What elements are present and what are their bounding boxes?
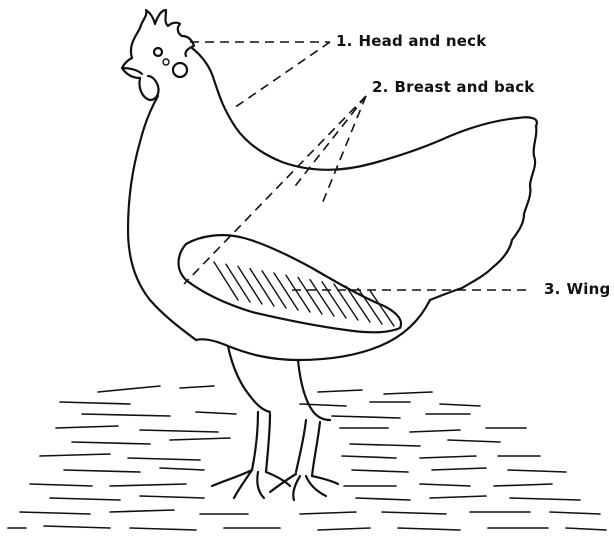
ground-stroke [56,426,118,428]
right-thigh [298,360,330,420]
left-leg [252,412,270,472]
ground-stroke [440,404,480,406]
wing-hatch-line [262,271,286,308]
ground-stroke [318,390,362,392]
ground-stroke [384,392,432,394]
ground-stroke [342,456,396,458]
ground-stroke [382,512,446,514]
ground-stroke [44,526,110,528]
leader-breast-back-3 [292,96,366,190]
front-neck-breast [128,96,196,340]
ground-stroke [432,468,486,470]
ground-stroke [110,510,174,512]
ground-stroke [50,498,120,500]
label-breast-and-back-number: 2. [372,78,389,96]
label-head-and-neck-text: Head and neck [359,32,487,50]
ground-stroke [420,484,470,486]
wing-hatch-line [286,275,310,312]
ground-stroke [300,404,346,406]
ground-stroke [550,512,600,514]
ground-stroke [448,440,500,442]
ground-stroke [140,496,204,498]
ground-stroke [128,458,200,460]
wing-hatch-line [370,291,394,326]
ground-stroke [196,412,236,414]
ground-stroke [356,498,410,500]
ground-stroke [72,442,150,444]
ground-stroke [350,444,420,446]
wing-hatch-line [250,269,274,306]
wing-hatch-line [274,273,298,310]
wing-hatch-line [214,262,238,300]
wing-hatch-line [298,277,322,314]
wing-hatching [214,262,394,326]
ground-stroke [430,496,486,498]
ground-stroke [140,430,218,432]
label-breast-and-back: 2. Breast and back [372,78,534,96]
wing-hatch-line [322,282,346,318]
ground-stroke [318,528,370,530]
ground-stroke [110,484,186,486]
head [122,58,142,78]
wing-hatch-line [346,286,370,322]
ground-stroke [410,430,460,432]
label-wing-number: 3. [544,280,561,298]
tail-feathers [430,126,536,300]
ground-stroke [170,438,230,440]
ground-stroke [64,470,140,472]
ground-stroke [20,512,90,514]
ground-stroke [60,402,130,404]
wing-hatch-line [310,280,334,316]
wattle [139,76,158,100]
label-head-and-neck: 1. Head and neck [336,32,486,50]
wing-hatch-line [226,264,250,302]
ground-stroke [180,386,214,388]
ground-stroke [508,470,566,472]
ground-stroke [398,528,460,530]
wing-hatch-line [358,288,382,324]
ground-stroke [160,468,204,470]
label-wing-text: Wing [567,280,611,298]
eye [154,48,162,56]
ground-stroke [420,456,476,458]
ground-stroke [40,454,110,456]
ground-stroke [352,470,408,472]
ground-strokes [8,386,606,530]
label-head-and-neck-number: 1. [336,32,353,50]
ground-stroke [30,484,92,486]
leader-breast-back-1 [184,96,366,284]
leader-head-neck-2 [234,42,330,108]
ground-stroke [566,528,606,530]
label-breast-and-back-text: Breast and back [395,78,535,96]
right-leg [296,420,320,476]
ground-stroke [300,512,356,514]
left-foot [212,470,290,498]
ground-stroke [510,498,580,500]
ear-lobe [173,63,187,77]
ground-stroke [82,414,170,416]
ground-stroke [494,484,552,486]
label-wing: 3. Wing [544,280,610,298]
wing-hatch-line [238,266,262,304]
ground-stroke [130,528,196,530]
ground-stroke [332,416,400,418]
ground-stroke [98,386,160,392]
leader-breast-back-2 [322,96,366,204]
